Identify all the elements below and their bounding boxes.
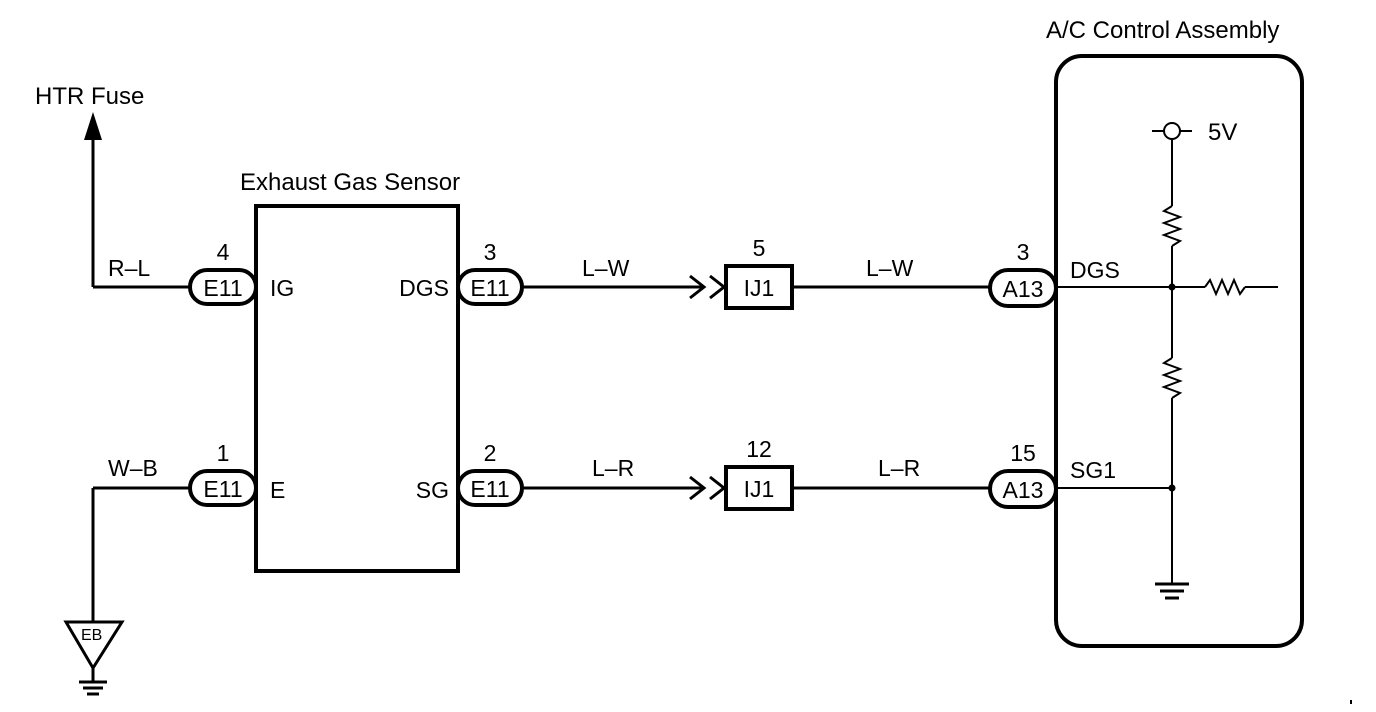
- connector-pin-number: 15: [1010, 440, 1036, 466]
- htr-fuse-wire: [84, 112, 192, 289]
- sensor-pin-sg: SG: [416, 477, 449, 503]
- connector-pin-number: 3: [1017, 239, 1030, 265]
- supply-terminal-icon: [1163, 122, 1181, 140]
- connector-e11-ig: E11: [188, 268, 258, 306]
- connector-name: IJ1: [744, 476, 775, 502]
- exhaust-gas-sensor-box: [254, 204, 460, 573]
- ac-pin-dgs: DGS: [1070, 257, 1120, 283]
- wire-color-wb: W–B: [108, 455, 158, 481]
- ground-ref-label: EB: [81, 627, 102, 644]
- exhaust-gas-sensor-title: Exhaust Gas Sensor: [240, 169, 460, 196]
- connector-a13-dgs: A13: [988, 268, 1058, 308]
- ground-point-eb: [63, 620, 125, 696]
- connector-name: A13: [1003, 477, 1044, 503]
- supply-voltage-label: 5V: [1208, 119, 1237, 146]
- connector-e11-dgs: E11: [456, 268, 524, 306]
- connector-e11-sg: E11: [456, 469, 524, 507]
- junction-ij1-top: IJ1: [724, 264, 794, 310]
- junction-ij1-bottom: IJ1: [724, 465, 794, 511]
- connector-pin-number: 3: [484, 239, 497, 265]
- sensor-pin-ig: IG: [270, 275, 294, 301]
- connector-e11-e: E11: [188, 469, 258, 507]
- ac-pin-sg1: SG1: [1070, 457, 1116, 483]
- connector-name: IJ1: [744, 275, 775, 301]
- connector-pin-number: 12: [746, 436, 772, 462]
- connector-pin-number: 4: [217, 239, 230, 265]
- wire-color-lr-left: L–R: [592, 455, 634, 481]
- sensor-pin-e: E: [270, 477, 285, 503]
- sensor-pin-dgs: DGS: [399, 275, 449, 301]
- htr-fuse-label: HTR Fuse: [35, 83, 144, 110]
- pullup-resistor-icon: [1161, 205, 1183, 247]
- connector-name: E11: [470, 476, 509, 502]
- ac-control-assembly-box: [1054, 54, 1304, 648]
- arrow-right-icon: [689, 274, 707, 300]
- stray-mark: [1350, 700, 1352, 704]
- connector-name: A13: [1003, 276, 1044, 302]
- connector-pin-number: 1: [217, 440, 230, 466]
- internal-circuit: [1056, 122, 1278, 600]
- connector-name: E11: [203, 476, 242, 502]
- wire-color-lw-left: L–W: [582, 255, 630, 281]
- ac-control-assembly-title: A/C Control Assembly: [1046, 17, 1279, 44]
- series-resistor-icon: [1204, 277, 1246, 297]
- ground-wire: [91, 486, 192, 626]
- pulldown-resistor-icon: [1161, 357, 1183, 399]
- connector-name: E11: [203, 275, 242, 301]
- connector-pin-number: 5: [753, 235, 766, 261]
- connector-pin-number: 2: [484, 440, 497, 466]
- wire-lw: [522, 274, 990, 300]
- arrow-right-icon: [689, 475, 707, 501]
- wire-color-lr-right: L–R: [878, 455, 920, 481]
- wire-color-lw-right: L–W: [866, 255, 914, 281]
- up-arrow-icon: [84, 112, 102, 140]
- connector-a13-sg1: A13: [988, 469, 1058, 509]
- wire-color-rl: R–L: [108, 255, 150, 281]
- connector-name: E11: [470, 275, 509, 301]
